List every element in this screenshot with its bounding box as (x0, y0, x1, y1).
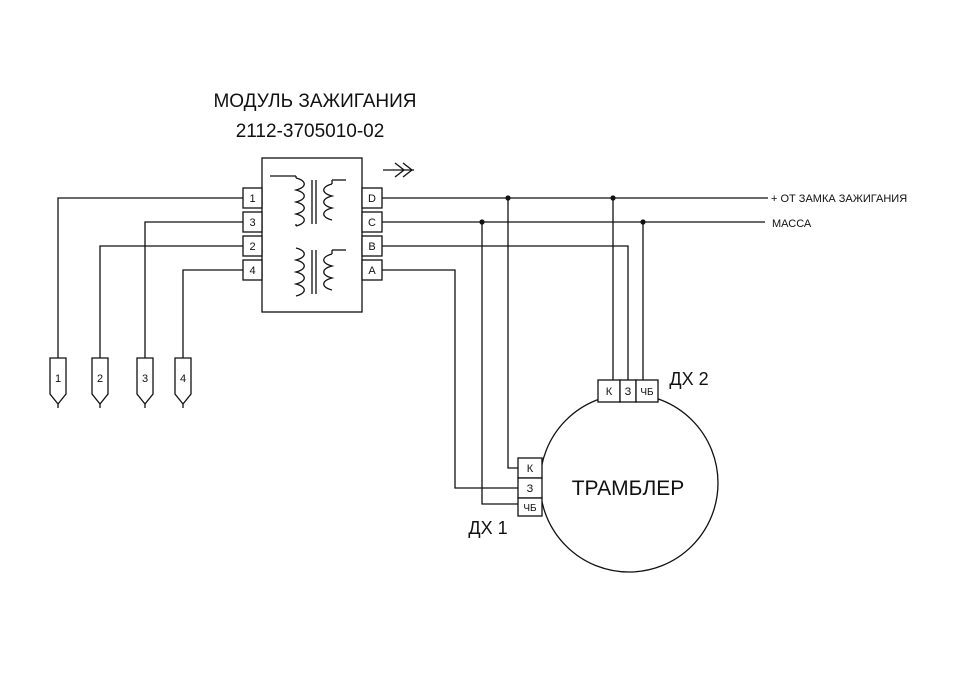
sensor1-connector: К З ЧБ (517, 457, 543, 517)
sensor1-pin-k: К (527, 463, 534, 475)
wire-pin4-plug4 (182, 269, 243, 358)
module-pin-label: 3 (249, 217, 255, 229)
wire-dx1-k (507, 198, 518, 469)
module-pin-label: A (368, 265, 376, 277)
sensor2-connector: К З ЧБ (597, 379, 659, 403)
distributor-label: ТРАМБЛЕР (572, 477, 685, 500)
transformer-icon (293, 247, 346, 297)
ground-label: МАССА (772, 218, 812, 230)
spark-plug-connector: 3 (136, 357, 154, 408)
module-part-number: 2112-3705010-02 (236, 121, 385, 142)
plus-supply-label: + ОТ ЗАМКА ЗАЖИГАНИЯ (771, 193, 907, 205)
wire-a-output (382, 269, 518, 489)
plug-label: 2 (97, 373, 103, 385)
module-left-pins: 1 3 2 4 (242, 187, 263, 281)
junction-dot (610, 195, 616, 201)
module-pin-label: 4 (249, 265, 255, 277)
sensor1-pin-z: З (527, 483, 534, 495)
module-pin-label: 1 (249, 193, 255, 205)
junctions (479, 195, 646, 225)
wire-pin3-plug3 (144, 221, 243, 358)
module-pin-label: B (368, 241, 375, 253)
transformer-icon (270, 175, 346, 227)
junction-dot (505, 195, 511, 201)
spark-plug-connector: 1 (49, 357, 67, 408)
sensor1-name: ДХ 1 (468, 518, 507, 538)
plug-label: 4 (180, 373, 186, 385)
module-title: МОДУЛЬ ЗАЖИГАНИЯ (213, 91, 416, 112)
spark-plug-connector: 2 (91, 357, 109, 408)
plug-label: 1 (55, 373, 61, 385)
module-right-pins: D C B A (361, 187, 383, 281)
sensor1-pin-chb: ЧБ (523, 503, 537, 514)
junction-dot (640, 219, 646, 225)
module-pin-label: C (368, 217, 376, 229)
sensor2-pin-chb: ЧБ (640, 387, 654, 398)
sensor2-pin-z: З (625, 386, 632, 398)
spark-plug-connectors: 1 2 3 4 (49, 357, 192, 408)
junction-dot (479, 219, 485, 225)
spark-plug-connector: 4 (174, 357, 192, 408)
sensor2-name: ДХ 2 (669, 369, 708, 389)
plug-label: 3 (142, 373, 148, 385)
wire-pin1-plug1 (57, 197, 243, 358)
wires (57, 197, 768, 505)
module-pin-label: D (368, 193, 376, 205)
flash-arrow-icon (383, 162, 414, 178)
wire-pin2-plug2 (99, 245, 243, 358)
module-pin-label: 2 (249, 241, 255, 253)
wire-b-output (382, 245, 629, 380)
wire-dx1-chb (481, 222, 518, 505)
sensor2-pin-k: К (606, 386, 613, 398)
